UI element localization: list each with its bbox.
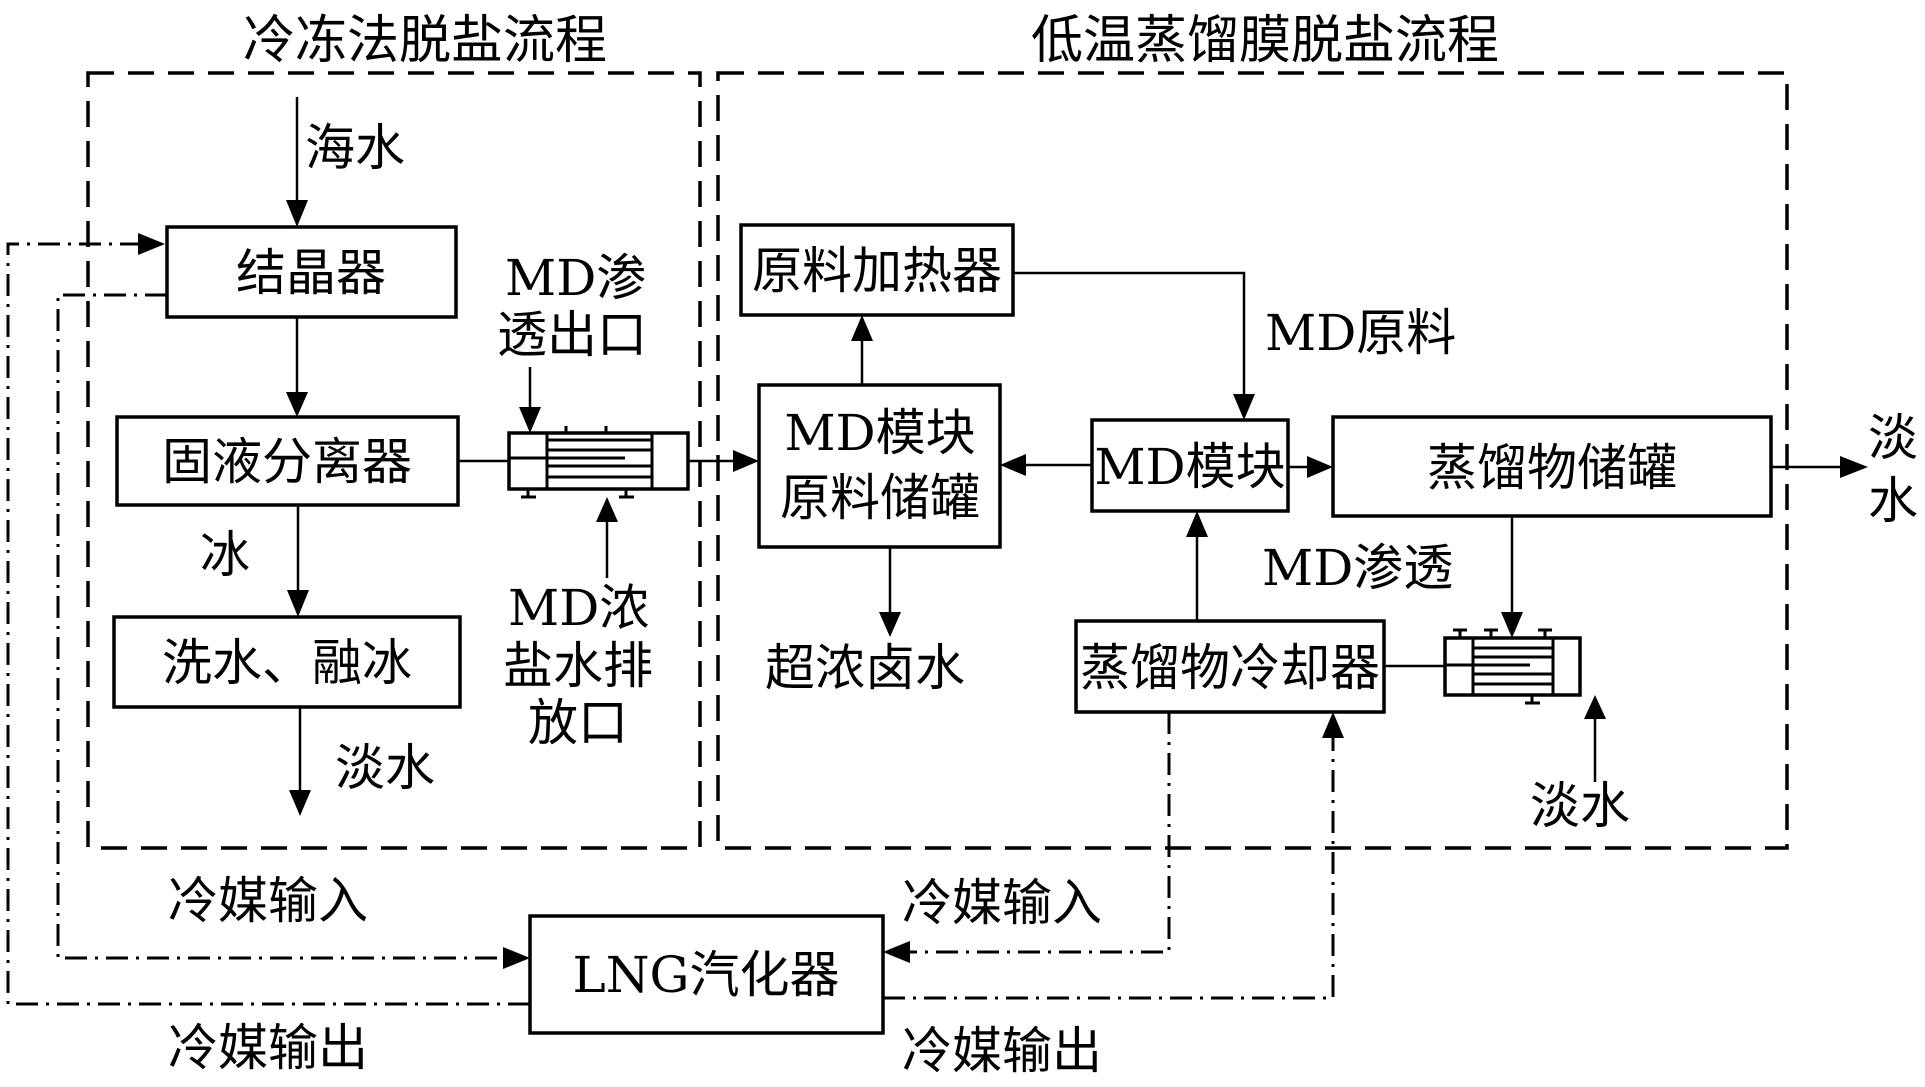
arrow-head-icon	[596, 497, 618, 522]
arrow-head-icon	[1584, 695, 1606, 719]
md-module-node[interactable]: MD模块	[1090, 418, 1290, 513]
arrow-head-icon	[883, 941, 910, 963]
seawater-label: 海水	[305, 119, 405, 177]
wash-melt-label: 洗水、融冰	[162, 634, 412, 692]
arrow-head-icon	[1186, 511, 1208, 537]
arrow-head-icon	[1322, 712, 1344, 738]
arrow-head-icon	[1501, 612, 1523, 638]
md-permeate-label: MD渗透	[1262, 539, 1453, 597]
md-brine-label-1: MD浓	[508, 579, 649, 637]
md-feed-tank-label-1: MD模块	[784, 404, 975, 462]
md-permeate-outlet-label-2: 透出口	[497, 306, 647, 364]
heat-exchanger-2[interactable]	[1443, 628, 1582, 705]
coolant-out-right-label: 冷媒输出	[902, 1022, 1102, 1080]
distillate-tank-node[interactable]: 蒸馏物储罐	[1331, 415, 1773, 518]
distillate-tank-label: 蒸馏物储罐	[1427, 439, 1677, 497]
crystallizer-label: 结晶器	[236, 244, 386, 302]
super-brine-label: 超浓卤水	[765, 639, 965, 697]
feed-heater-label: 原料加热器	[752, 242, 1002, 300]
md-section-title: 低温蒸馏膜脱盐流程	[1031, 11, 1499, 71]
md-brine-label-2: 盐水排	[503, 637, 653, 695]
md-feed-tank-label-2: 原料储罐	[780, 469, 980, 527]
arrow-head-icon	[138, 233, 165, 255]
separator-node[interactable]: 固液分离器	[115, 415, 460, 507]
md-feed-tank-node[interactable]: MD模块 原料储罐	[757, 383, 1002, 549]
crystallizer-node[interactable]: 结晶器	[165, 225, 458, 319]
arrow-head-icon	[286, 392, 308, 417]
arrow-head-icon	[289, 790, 311, 816]
coolant-output-right-line	[883, 717, 1335, 1000]
arrow-head-icon	[851, 315, 873, 341]
arrow-head-icon	[1000, 454, 1026, 476]
wash-melt-node[interactable]: 洗水、融冰	[112, 615, 462, 709]
coolant-output-left-line	[6, 242, 530, 1006]
seawater-flow	[286, 97, 308, 227]
heat-exchanger-1[interactable]	[507, 426, 690, 499]
fresh-water-left-label: 淡水	[335, 739, 435, 797]
fresh-water-right-label-2: 水	[1868, 472, 1918, 530]
md-feed-flow	[1013, 271, 1246, 415]
md-module-label: MD模块	[1094, 438, 1285, 496]
arrow-head-icon	[1307, 456, 1333, 478]
arrow-head-icon	[1233, 394, 1255, 420]
coolant-in-left-label: 冷媒输入	[168, 872, 368, 930]
lng-vaporizer-label: LNG汽化器	[573, 946, 840, 1004]
coolant-input-right-line	[888, 712, 1171, 954]
freeze-section-frame	[86, 71, 702, 850]
ice-label: 冰	[200, 526, 250, 584]
fresh-water-right-label-1: 淡	[1868, 409, 1918, 467]
arrow-head-icon	[286, 200, 308, 227]
arrow-head-icon	[1840, 456, 1868, 478]
feed-heater-node[interactable]: 原料加热器	[739, 223, 1015, 317]
separator-label: 固液分离器	[162, 433, 412, 491]
arrow-head-icon	[733, 450, 759, 472]
coolant-out-left-label: 冷媒输出	[168, 1019, 368, 1077]
lng-vaporizer-node[interactable]: LNG汽化器	[528, 914, 885, 1035]
distillate-cooler-label: 蒸馏物冷却器	[1080, 639, 1380, 697]
arrow-head-icon	[287, 590, 309, 617]
md-feed-label: MD原料	[1265, 304, 1456, 362]
arrow-head-icon	[519, 407, 541, 433]
distillate-cooler-node[interactable]: 蒸馏物冷却器	[1074, 619, 1386, 714]
arrow-head-icon	[503, 947, 530, 969]
coolant-input-left-line	[56, 293, 525, 960]
freeze-section-title: 冷冻法脱盐流程	[243, 11, 607, 71]
coolant-in-right-label: 冷媒输入	[902, 874, 1102, 932]
md-permeate-outlet-label-1: MD渗	[505, 249, 646, 307]
fresh-water-bottom-label: 淡水	[1530, 777, 1630, 835]
arrow-head-icon	[879, 612, 901, 637]
md-brine-label-3: 放口	[528, 694, 628, 752]
